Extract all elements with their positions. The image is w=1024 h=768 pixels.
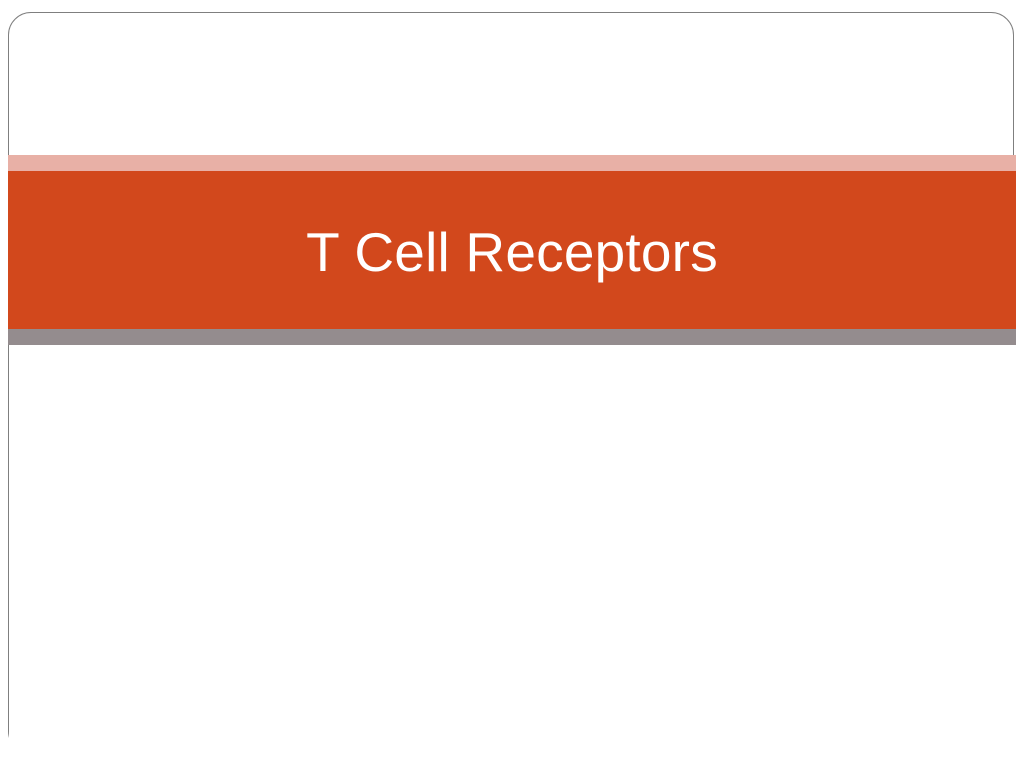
slide-title: T Cell Receptors (306, 220, 718, 283)
slide-content-area (9, 345, 1015, 754)
title-accent-band-top (8, 155, 1016, 171)
title-banner: T Cell Receptors (8, 171, 1016, 329)
title-accent-band-bottom (8, 329, 1016, 345)
